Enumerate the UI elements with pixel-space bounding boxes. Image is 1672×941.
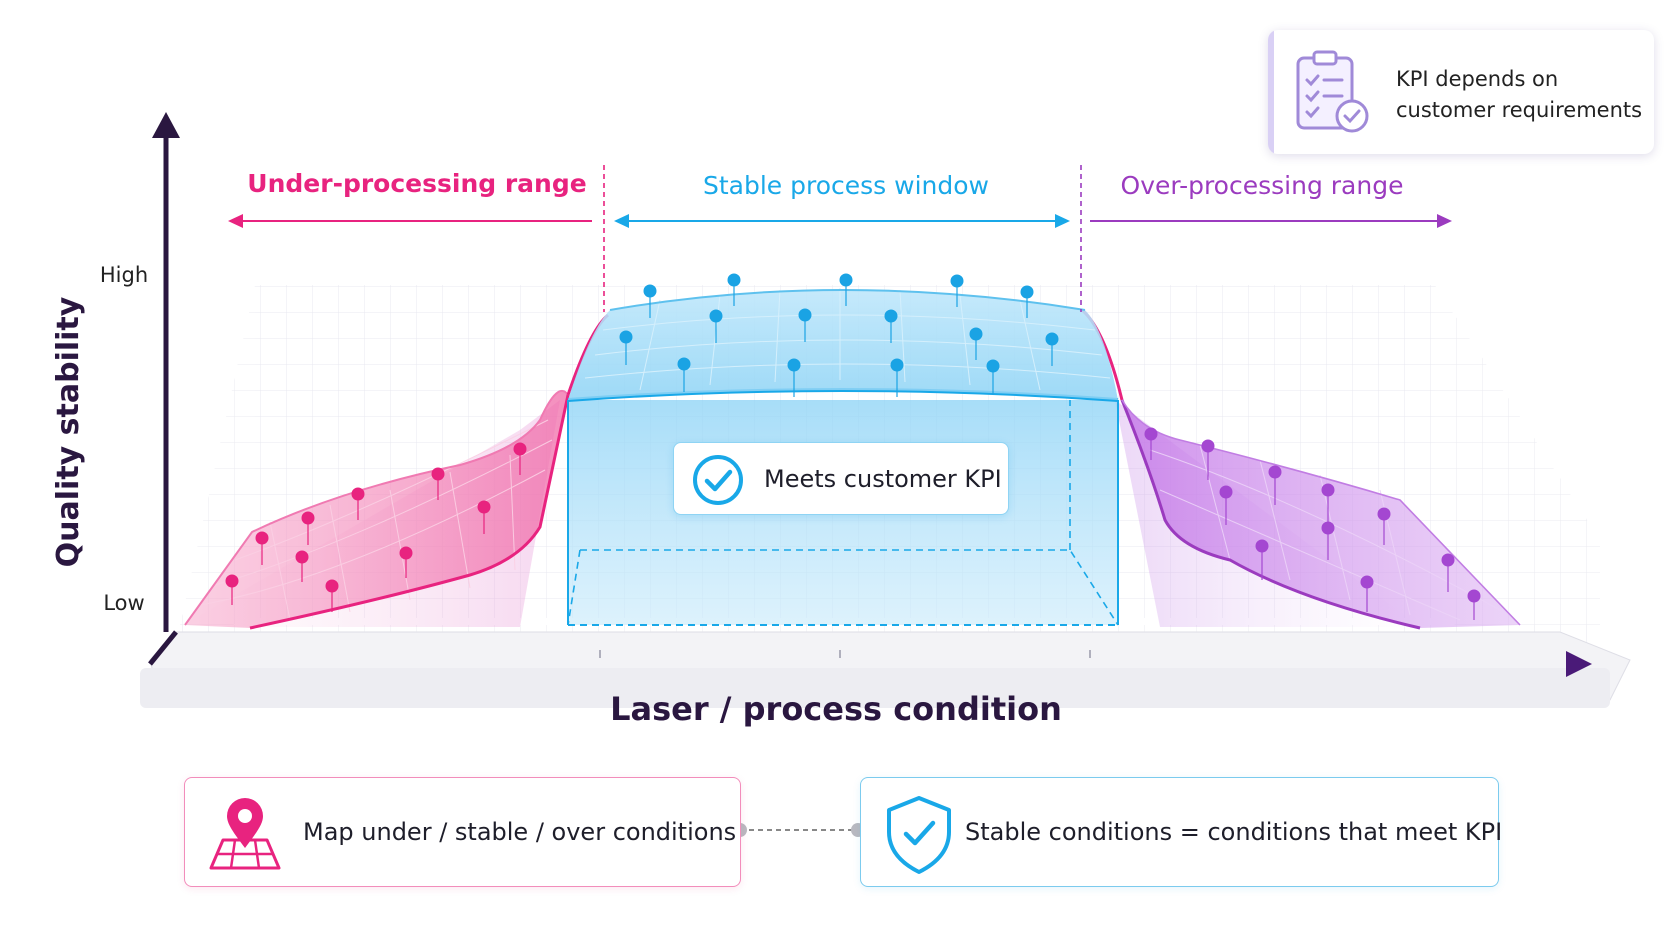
meets-kpi-badge: Meets customer KPI — [673, 442, 1009, 515]
stable-conditions-label: Stable conditions = conditions that meet… — [965, 818, 1503, 846]
data-pin — [709, 309, 723, 343]
over-range-label: Over-processing range — [1121, 171, 1404, 200]
data-pin — [1321, 521, 1335, 560]
data-pin — [295, 550, 309, 582]
under-range-arrow — [228, 214, 592, 228]
data-pin — [399, 546, 413, 578]
data-pin — [1219, 485, 1233, 525]
data-pin — [1321, 483, 1335, 525]
meets-kpi-label: Meets customer KPI — [764, 465, 1002, 493]
data-pin — [301, 511, 315, 545]
kpi-note-accent — [1268, 30, 1274, 154]
data-pin — [643, 284, 657, 318]
data-pin — [225, 574, 239, 605]
kpi-note-line2: customer requirements — [1396, 98, 1643, 122]
over-processing-surface — [1080, 308, 1521, 630]
stable-range-label: Stable process window — [703, 171, 989, 200]
data-pin — [727, 273, 741, 306]
clipboard-check-icon — [1296, 50, 1369, 133]
data-pin — [986, 359, 1000, 395]
stable-conditions-card: Stable conditions = conditions that meet… — [860, 777, 1503, 887]
under-range-label: Under-processing range — [247, 169, 586, 198]
under-data-points — [225, 442, 527, 612]
under-processing-surface — [184, 313, 610, 630]
x-axis — [148, 630, 1592, 677]
x-axis-title: Laser / process condition — [610, 690, 1062, 728]
y-axis-low-label: Low — [103, 591, 144, 615]
data-pin — [351, 487, 365, 520]
step-connector — [733, 823, 865, 837]
data-pin — [1255, 539, 1269, 580]
data-pin — [787, 358, 801, 397]
data-pin — [1144, 427, 1158, 460]
data-pin — [513, 442, 527, 475]
data-pin — [1467, 589, 1481, 620]
y-axis-title: Quality stability — [51, 296, 86, 567]
data-pin — [1441, 553, 1455, 592]
data-pin — [1268, 465, 1282, 505]
data-pin — [1020, 285, 1034, 318]
kpi-note-text: KPI depends on customer requirements — [1396, 64, 1642, 126]
over-data-points — [1144, 427, 1481, 620]
y-axis — [152, 112, 180, 632]
data-pin — [884, 309, 898, 343]
data-pin — [325, 579, 339, 612]
shield-check-icon — [887, 796, 951, 874]
data-pin — [1360, 575, 1374, 612]
map-conditions-label: Map under / stable / over conditions — [303, 818, 737, 846]
data-pin — [677, 357, 691, 392]
data-pin — [839, 273, 853, 306]
data-pin — [431, 467, 445, 500]
data-pin — [1201, 439, 1215, 480]
data-pin — [1377, 507, 1391, 545]
kpi-note-line1: KPI depends on — [1396, 67, 1559, 91]
data-pin — [255, 531, 269, 565]
data-pin — [969, 327, 983, 360]
kpi-note-card: KPI depends on customer requirements — [1268, 30, 1654, 154]
check-circle-icon — [693, 455, 743, 505]
stable-data-points — [619, 273, 1059, 397]
data-pin — [1045, 332, 1059, 366]
stable-range-arrow — [614, 214, 1070, 228]
over-range-arrow — [1090, 214, 1452, 228]
y-axis-high-label: High — [100, 263, 148, 287]
data-pin — [477, 500, 491, 534]
data-pin — [950, 274, 964, 307]
data-pin — [619, 330, 633, 365]
map-pin-icon — [209, 798, 281, 870]
data-pin — [890, 358, 904, 397]
data-pin — [798, 308, 812, 342]
map-conditions-card: Map under / stable / over conditions — [184, 777, 741, 887]
